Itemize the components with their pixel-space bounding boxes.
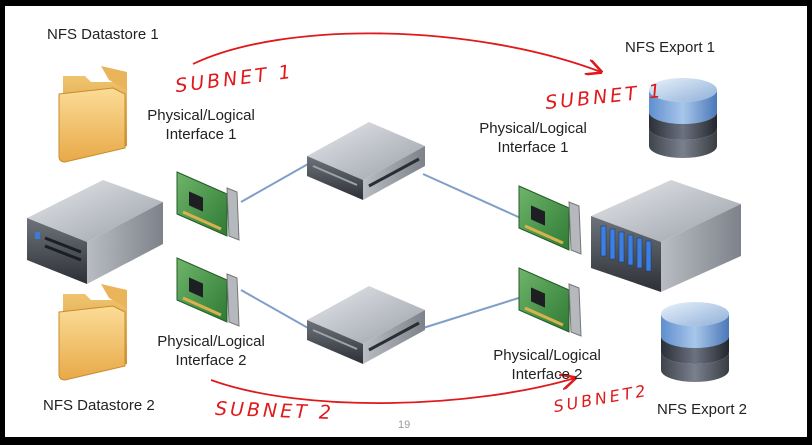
iface-left-1-line2: Interface 1: [165, 126, 237, 143]
link-switch1-nic-r1: [422, 173, 526, 221]
nic-card-icon: [518, 185, 582, 255]
network-switch-icon: [307, 286, 425, 364]
link-nic-l2-switch2: [240, 289, 309, 329]
iface-left-2-label: Physical/Logical Interface 2: [155, 332, 267, 370]
slide: NFS Datastore 1 NFS Datastore 2 NFS Expo…: [5, 6, 807, 437]
iface-left-2-line2: Interface 2: [175, 352, 247, 369]
subnet2-arrow: [210, 378, 575, 404]
iface-right-2-line2: Interface 2: [511, 366, 583, 383]
iface-right-2-label: Physical/Logical Interface 2: [491, 346, 603, 384]
diagram-canvas: [27, 32, 741, 404]
link-lines: [240, 163, 526, 329]
export1-label: NFS Export 1: [625, 39, 716, 56]
nic-card-icon: [518, 267, 582, 337]
datastore1-label: NFS Datastore 1: [47, 26, 159, 43]
datastore2-label: NFS Datastore 2: [43, 397, 155, 414]
subnet1-arrow: [192, 32, 601, 72]
folder-icon: [58, 284, 127, 381]
iface-right-2-line1: Physical/Logical: [493, 347, 601, 364]
host-server-icon: [27, 180, 163, 284]
iface-left-2-line1: Physical/Logical: [157, 333, 265, 350]
iface-right-1-label: Physical/Logical Interface 1: [477, 119, 589, 157]
storage-array-icon: [591, 180, 741, 292]
iface-right-1-line2: Interface 1: [497, 139, 569, 156]
link-switch2-nic-r2: [422, 295, 526, 329]
iface-right-1-line1: Physical/Logical: [479, 120, 587, 137]
subnet2-left-annotation: SUBNET 2: [214, 397, 335, 425]
nic-card-icon: [176, 171, 240, 241]
iface-left-1-label: Physical/Logical Interface 1: [145, 106, 257, 144]
database-icon: [649, 78, 717, 158]
database-icon: [661, 302, 729, 382]
iface-left-1-line1: Physical/Logical: [147, 107, 255, 124]
page-number: 19: [398, 419, 411, 431]
network-switch-icon: [307, 122, 425, 200]
folder-icon: [58, 66, 127, 163]
link-nic-l1-switch1: [240, 163, 309, 203]
export2-label: NFS Export 2: [657, 401, 748, 418]
nic-card-icon: [176, 257, 240, 327]
